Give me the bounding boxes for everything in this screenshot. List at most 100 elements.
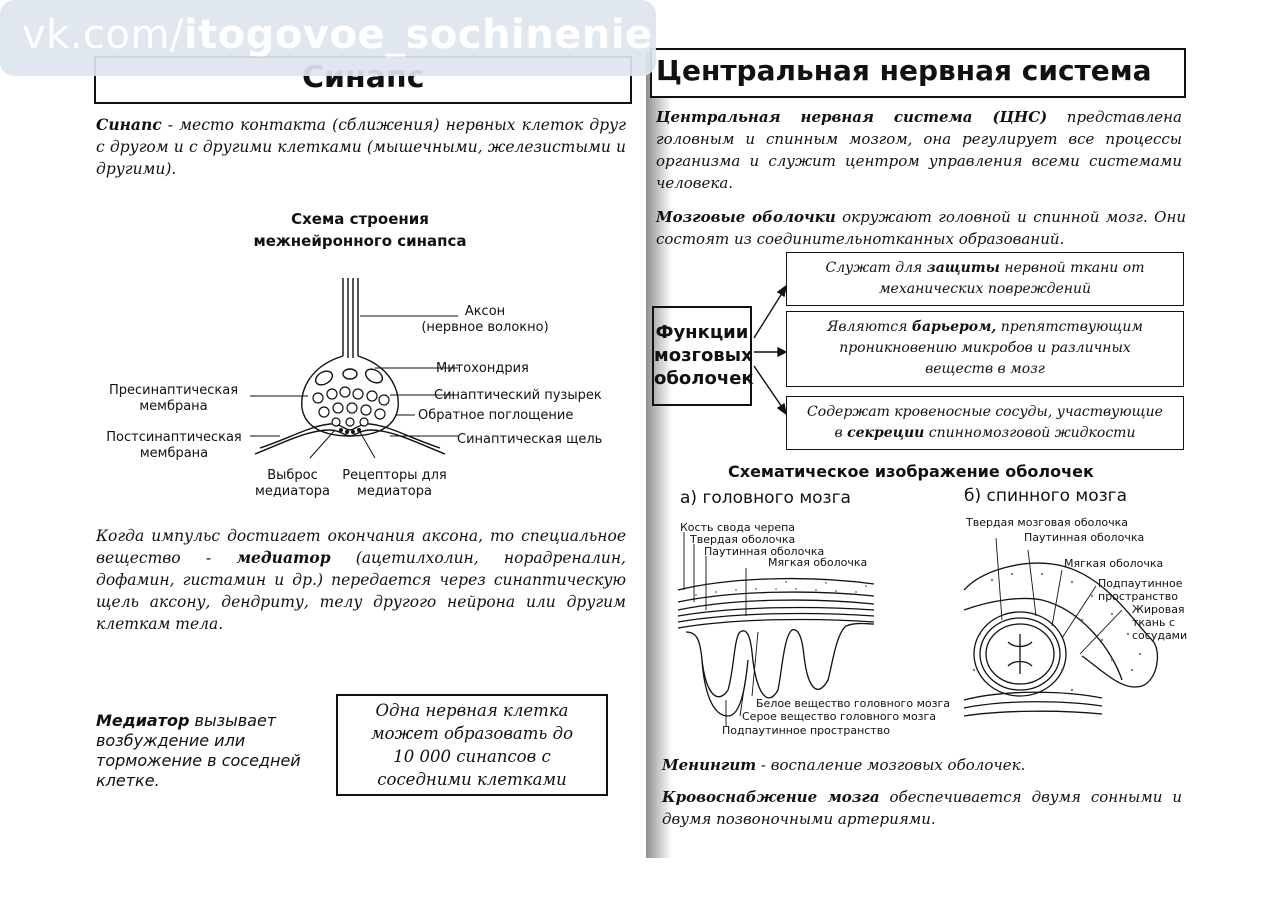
func2-a: Являются — [827, 319, 912, 335]
functions-title-line-3: оболочек — [654, 368, 754, 389]
impulse-paragraph: Когда импульс достигает окончания аксона… — [96, 525, 626, 635]
watermark-text: vk.com/itogovoe_sochinenie — [22, 12, 653, 58]
brain-label-skull: Кость свода черепа — [680, 521, 796, 534]
functions-box: Функции мозговых оболочек — [652, 306, 754, 406]
spine-label-arachnoid: Паутинная оболочка — [1024, 531, 1145, 544]
function-barrier-line-3: веществ в мозг — [925, 361, 1045, 377]
func3-c: секреции — [847, 425, 925, 441]
brain-label-white-matter: Белое вещество головного мозга — [756, 697, 950, 710]
functions-arrows — [753, 284, 788, 416]
scheme-title-line-1: Схема строения — [291, 210, 429, 228]
scheme-title: Схема строения межнейронного синапса — [200, 208, 520, 252]
label-mediator-release: Выброс медиатора — [245, 468, 340, 500]
meningitis-paragraph: Менингит - воспаление мозговых оболочек. — [662, 754, 1182, 776]
spine-label-dura: Твердая мозговая оболочка — [966, 516, 1129, 529]
func3-d: спинномозговой жидкости — [924, 425, 1136, 441]
label-vesicle: Синаптический пузырек — [434, 388, 602, 403]
label-axon-line-2: (нервное волокно) — [421, 320, 549, 335]
label-axon-line-1: Аксон — [464, 304, 506, 319]
impulse-text-a: Когда импульс достигает окончания аксона… — [96, 527, 626, 567]
label-presynaptic: Пресинаптическая мембрана — [96, 383, 251, 415]
function-secretion-line-1: Содержат кровеносные сосуды, участвующие — [807, 404, 1163, 420]
box-line-3: 10 000 синапсов с — [393, 747, 551, 766]
label-reuptake: Обратное поглощение — [418, 408, 574, 423]
box-line-2: может образовать до — [370, 724, 574, 743]
func1-c: нервной ткани от — [999, 260, 1145, 276]
blood-supply-paragraph: Кровоснабжение мозга обеспечивается двум… — [662, 786, 1182, 830]
function-protection-box: Служат для защиты нервной ткани от механ… — [786, 252, 1184, 306]
label-cleft: Синаптическая щель — [457, 432, 603, 447]
synapse-diagram — [250, 278, 458, 459]
function-barrier-box: Являются барьером, препятствующим проник… — [786, 311, 1184, 387]
function-secretion-line-2: в секреции спинномозговой жидкости — [787, 423, 1183, 444]
meningitis-term: Менингит — [662, 756, 757, 774]
synapse-term: Синапс — [96, 115, 162, 134]
watermark-prefix: vk.com/ — [22, 12, 184, 58]
meninges-paragraph: Мозговые оболочки окружают головной и сп… — [656, 206, 1186, 250]
func1-a: Служат для — [825, 260, 927, 276]
label-presynaptic-line-2: мембрана — [139, 399, 208, 414]
brain-label-subarachnoid: Подпаутинное пространство — [722, 724, 890, 737]
cns-paragraph: Центральная нервная система (ЦНС) предст… — [656, 106, 1182, 194]
label-postsynaptic: Постсинаптическая мембрана — [94, 430, 254, 462]
brain-label-arachnoid: Паутинная оболочка — [704, 545, 825, 558]
mediator-paragraph: Медиатор вызывает возбуждение или тормож… — [96, 711, 326, 791]
mediator-term: Медиатор — [96, 711, 190, 730]
meninges-schema-title: Схематическое изображение оболочек — [728, 462, 1094, 481]
label-presynaptic-line-1: Пресинаптическая — [108, 383, 239, 398]
spine-label-fat: Жировая ткань с сосудами — [1132, 603, 1187, 642]
right-page-title: Центральная нервная система — [656, 54, 1152, 87]
meninges-text: окружают головной и спинной мозг. Они со… — [656, 208, 1186, 248]
spine-subarach-line-2: пространство — [1098, 590, 1178, 603]
functions-title-line-2: мозговых — [654, 345, 753, 366]
label-receptors-line-1: Рецепторы для — [342, 468, 447, 483]
synapse-definition-text: - место контакта (сближения) нервных кле… — [96, 116, 626, 178]
spine-fat-line-3: сосудами — [1132, 629, 1188, 642]
spine-fat-line-2: ткань с — [1132, 616, 1176, 629]
func3-b: в — [834, 425, 848, 441]
label-mediator-receptors: Рецепторы для медиатора — [332, 468, 457, 500]
box-line-1: Одна нервная клетка — [375, 701, 569, 720]
blood-supply-text: обеспечивается двумя сонными и двумя поз… — [662, 788, 1182, 828]
cns-term: Центральная нервная система (ЦНС) — [656, 108, 1048, 126]
function-barrier-line-2: проникновению микробов и различных — [839, 340, 1131, 356]
functions-title-line-1: Функции — [655, 322, 749, 343]
label-postsynaptic-line-2: мембрана — [139, 446, 209, 461]
spine-subarach-line-1: Подпаутинное — [1098, 577, 1183, 590]
impulse-text-b: (ацетилхолин, норадреналин, дофамин, гис… — [96, 549, 626, 633]
mediator-text: вызывает возбуждение или торможение в со… — [96, 711, 301, 790]
spine-fat-line-1: Жировая — [1132, 603, 1185, 616]
label-release-line-1: Выброс — [267, 468, 318, 483]
brain-schema-title: а) головного мозга — [680, 488, 851, 508]
brain-meninges-diagram — [677, 532, 875, 726]
spine-label-pia: Мягкая оболочка — [1064, 557, 1164, 570]
page-fold-shadow — [646, 52, 672, 858]
function-barrier-line-1: Являются барьером, препятствующим — [787, 317, 1183, 338]
label-mitochondria: Митохондрия — [436, 361, 529, 376]
function-secretion-box: Содержат кровеносные сосуды, участвующие… — [786, 396, 1184, 450]
brain-label-dura: Твердая оболочка — [690, 533, 796, 546]
label-postsynaptic-line-1: Постсинаптическая — [106, 430, 242, 445]
right-page-title-box: Центральная нервная система — [650, 48, 1186, 98]
spine-schema-title: б) спинного мозга — [964, 486, 1128, 506]
watermark-handle: itogovoe_sochinenie — [183, 12, 653, 58]
blood-supply-term: Кровоснабжение мозга — [662, 788, 880, 806]
func1-b: защиты — [926, 260, 1000, 276]
synapse-count-box: Одна нервная клетка может образовать до … — [336, 694, 608, 796]
func2-c: препятствующим — [996, 319, 1143, 335]
func2-b: барьером, — [911, 319, 997, 335]
function-protection-line-1: Служат для защиты нервной ткани от — [787, 258, 1183, 279]
cns-text: представлена головным и спинным мозгом, … — [656, 108, 1182, 192]
function-protection-line-2: механических повреждений — [878, 281, 1092, 297]
label-receptors-line-2: медиатора — [357, 484, 432, 499]
spine-meninges-diagram — [963, 537, 1159, 717]
brain-label-pia: Мягкая оболочка — [768, 556, 868, 569]
box-line-4: соседними клетками — [377, 770, 567, 789]
synapse-definition: Синапс - место контакта (сближения) нерв… — [96, 114, 626, 180]
spine-label-subarachnoid: Подпаутинное пространство — [1098, 577, 1183, 603]
meningitis-text: - воспаление мозговых оболочек. — [756, 756, 1026, 774]
brain-label-grey-matter: Серое вещество головного мозга — [742, 710, 937, 723]
label-release-line-2: медиатора — [255, 484, 330, 499]
label-axon: Аксон (нервное волокно) — [395, 304, 575, 336]
vk-watermark: vk.com/itogovoe_sochinenie — [0, 0, 656, 76]
